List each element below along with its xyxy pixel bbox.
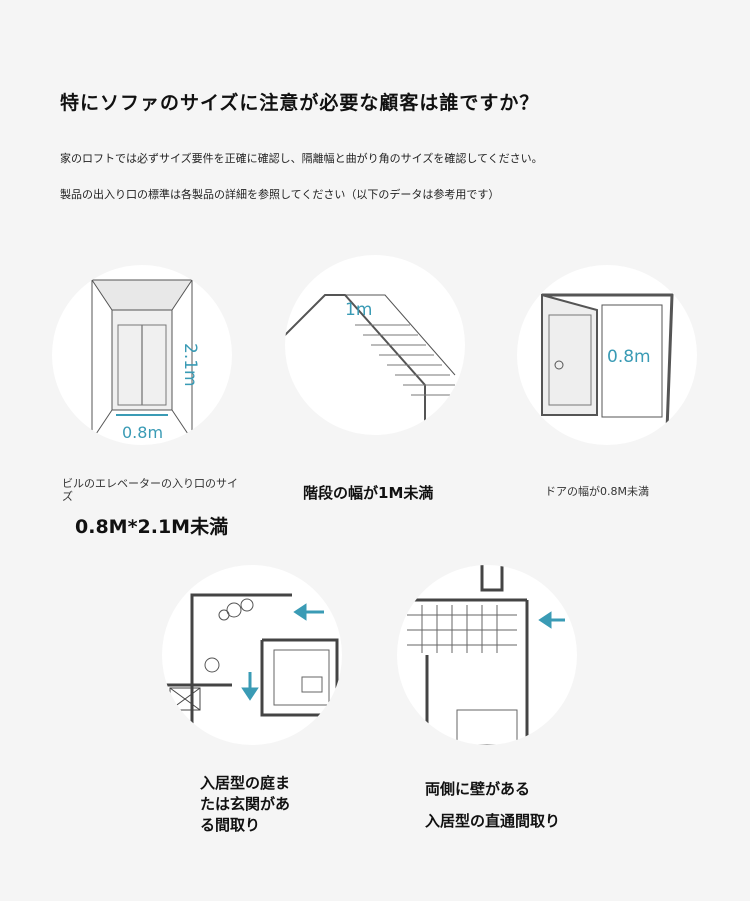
- elevator-illustration: 2.1m 0.8m: [52, 265, 232, 445]
- floorplan-2-label-line-1: 両側に壁がある: [425, 780, 531, 798]
- width-dimension: 0.8m: [122, 423, 164, 442]
- floorplan-1-label-line: 入居型の庭ま: [200, 774, 291, 792]
- floorplan-1-label-line: たは玄関があ: [200, 795, 291, 813]
- page-title: 特にソファのサイズに注意が必要な顧客は誰ですか？: [60, 92, 540, 114]
- garden-entrance-floorplan: [162, 565, 342, 745]
- floorplan-1-label-line: る間取り: [200, 816, 261, 834]
- door-width-dimension: 0.8m: [607, 347, 651, 367]
- straight-through-floorplan: [397, 565, 577, 745]
- stairs-label: 階段の幅が1M未満: [303, 484, 434, 502]
- door-label: ドアの幅が0.8M未満: [545, 485, 649, 498]
- elevator-size-value: 0.8M*2.1M未満: [75, 516, 229, 538]
- stair-width-dimension: 1m: [345, 300, 373, 320]
- note-line-2: 製品の出入り口の標準は各製品の詳細を参照してください（以下のデータは参考用です）: [60, 188, 500, 201]
- door-illustration: 0.8m: [517, 265, 697, 445]
- height-dimension: 2.1m: [180, 343, 200, 387]
- floorplan-2-label-line-2: 入居型の直通間取り: [425, 812, 561, 830]
- elevator-label: ビルのエレベーターの入り口のサイズ: [62, 477, 238, 503]
- stairs-illustration: 1m: [285, 255, 465, 435]
- note-line-1: 家のロフトでは必ずサイズ要件を正確に確認し、隔離幅と曲がり角のサイズを確認してく…: [60, 152, 543, 165]
- floorplan-1-label: 入居型の庭ま たは玄関があ る間取り: [200, 773, 290, 836]
